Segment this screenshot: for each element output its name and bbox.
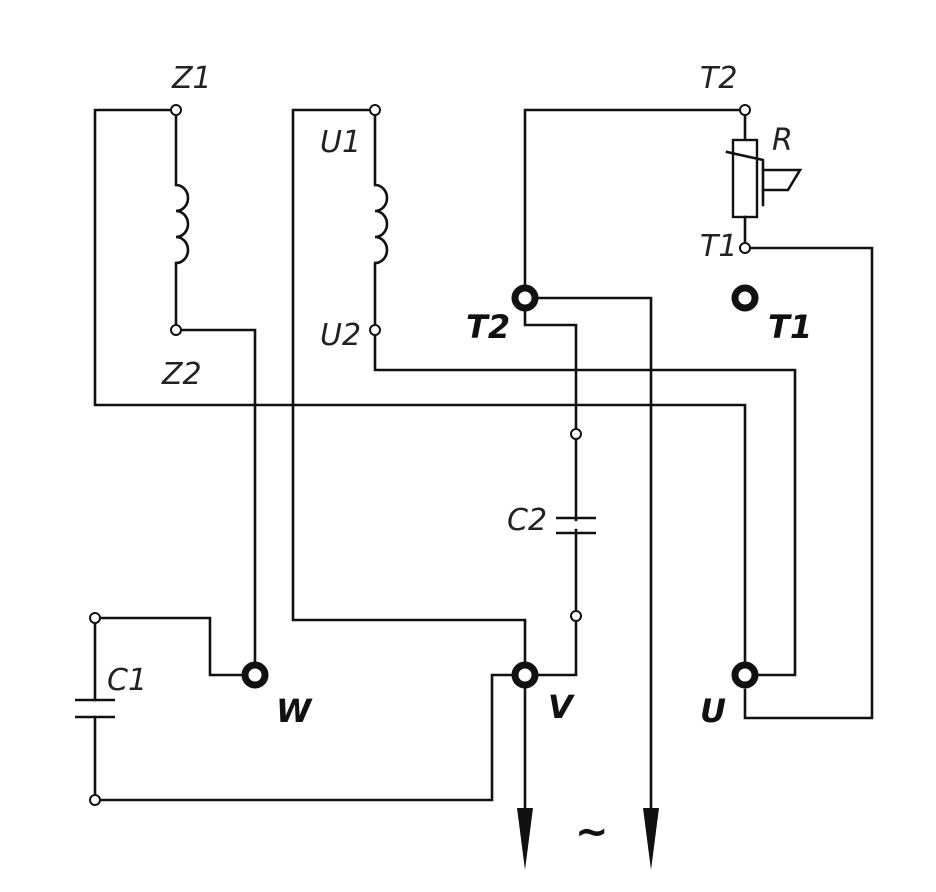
terminal-u [731,661,759,689]
node-c1-top [89,612,101,624]
small-nodes [89,104,751,806]
label-thermistor-t2: T2 [700,61,737,96]
wire-c2-to-v [533,528,578,677]
label-resistor-r: R [772,123,793,158]
label-c2: C2 [507,503,547,538]
label-terminal-u: U [700,692,726,730]
node-c2-top [570,428,582,440]
arrow-right-icon [643,808,659,870]
wire-z2-to-w [174,328,257,677]
wire-c1-top [93,616,247,677]
label-z2: Z2 [161,357,202,392]
resistor-detector [761,168,803,192]
terminal-v [511,661,539,689]
coil-u [374,183,389,265]
label-z1: Z1 [171,61,212,96]
node-u2 [369,324,381,336]
wires [93,108,874,822]
label-thermistor-t1: T1 [700,229,737,264]
node-u1 [369,104,381,116]
terminal-w [241,661,269,689]
winding-u1-u2 [373,108,389,332]
node-c1-bottom [89,794,101,806]
wire-z1-to-u [93,108,747,674]
wire-c1-bottom [93,673,517,802]
wire-t2-to-c2 [523,308,578,522]
coil-z [175,183,190,265]
label-c1: C1 [107,663,147,698]
node-c2-bottom [570,610,582,622]
thermistor-r [725,108,803,250]
wire-u1-to-v [291,108,527,677]
terminal-t2 [511,284,539,312]
terminals [241,284,759,689]
label-terminal-w: W [276,692,313,730]
label-supply-tilde: ~ [575,809,609,855]
arrow-left-icon [517,808,533,870]
label-terminal-t2: T2 [466,308,510,346]
node-z1 [170,104,182,116]
capacitor-c2 [556,516,596,535]
label-terminal-t1: T1 [768,308,812,346]
wire-thermistor-t2-to-terminal-t2 [523,108,747,300]
node-thermistor-t1 [739,242,751,254]
node-z2 [170,324,182,336]
wire-t2-to-supply [535,296,653,822]
capacitor-c1 [75,698,115,719]
label-u1: U1 [320,125,361,160]
wire-u2-to-u [373,328,797,677]
supply-arrows [517,808,659,870]
winding-z1-z2 [174,108,190,332]
node-thermistor-t2 [739,104,751,116]
labels: Z1 Z2 U1 U2 T2 R T1 C2 C1 T2 T1 W V U ~ [107,61,812,855]
label-terminal-v: V [548,688,575,726]
label-u2: U2 [320,318,361,353]
wire-thermistor-t1-to-u [743,246,874,720]
terminal-t1 [731,284,759,312]
resistor-body [731,138,759,219]
